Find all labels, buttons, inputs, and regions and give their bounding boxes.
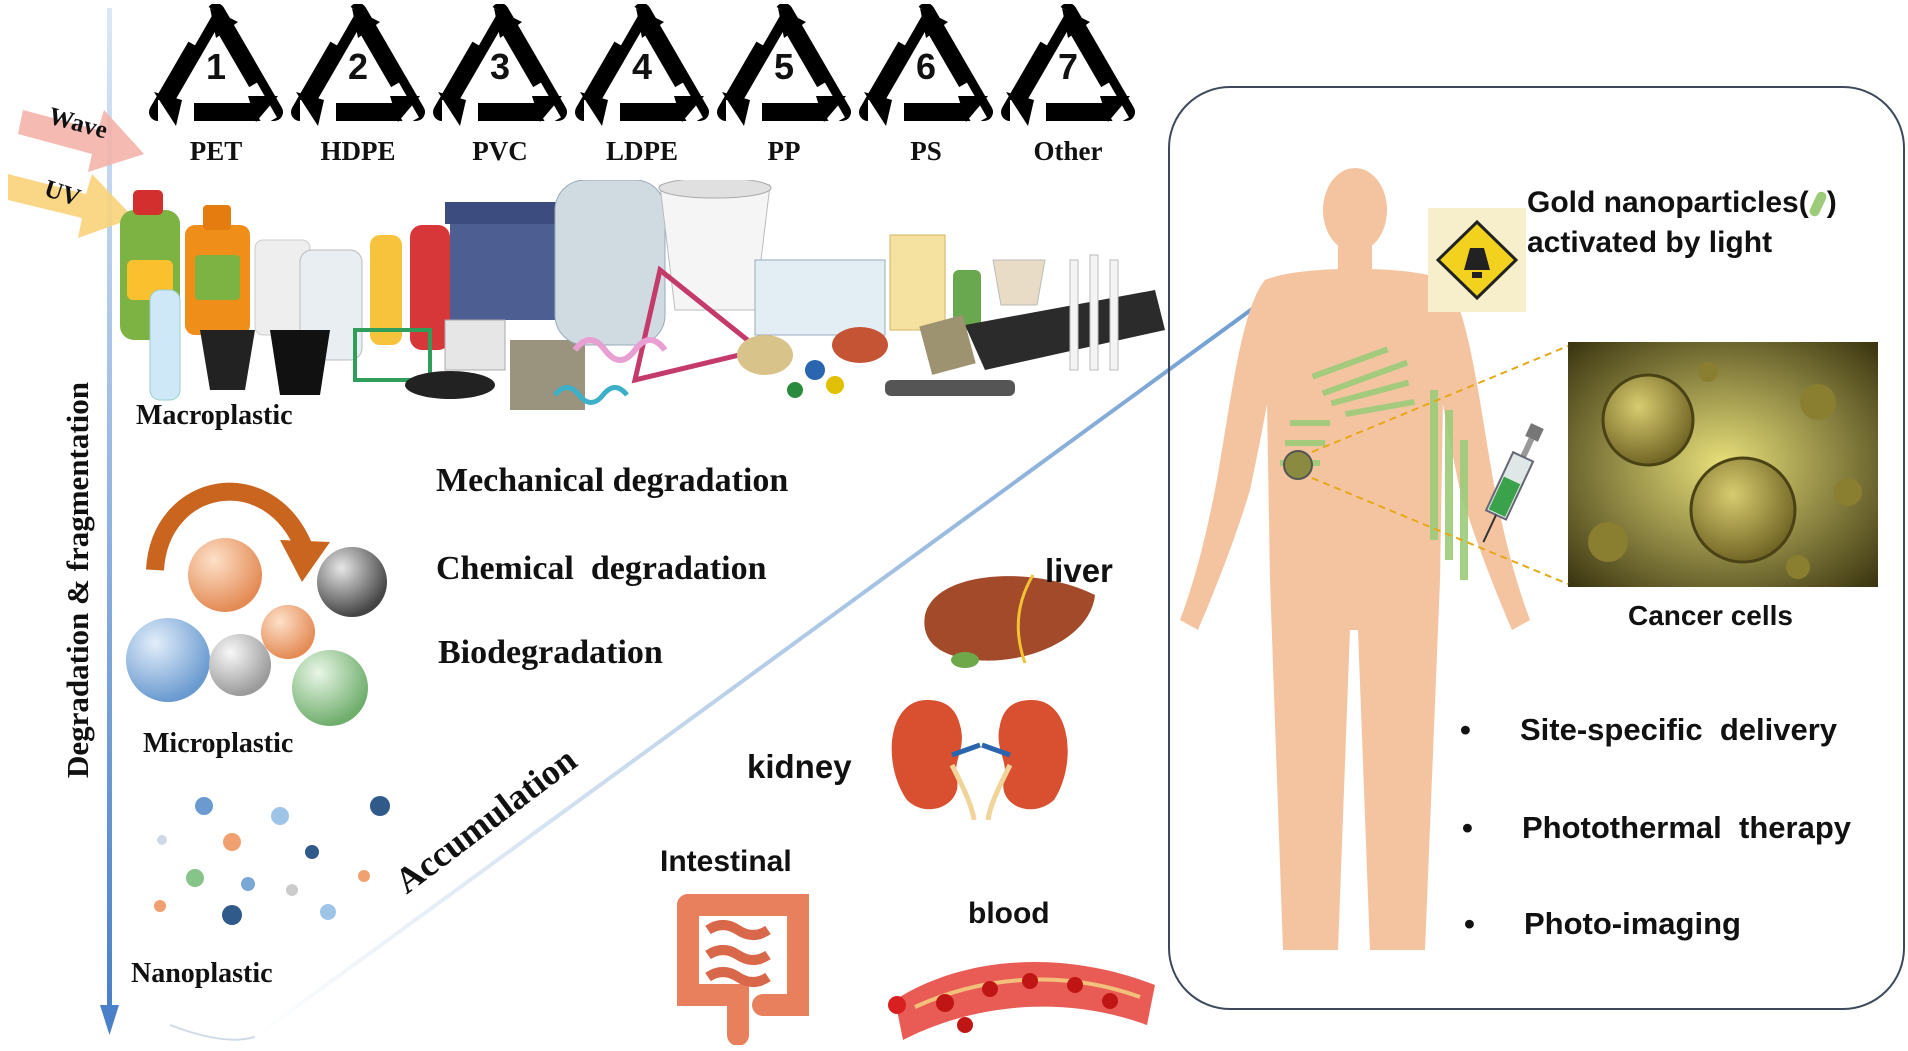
cancer-cells-image: [1568, 342, 1878, 587]
recycling-code-number: 1: [205, 46, 227, 87]
liver-illustration: [924, 574, 1095, 668]
recycling-code-7: 7: [998, 4, 1138, 129]
recycling-code-label: PP: [767, 136, 801, 166]
cancer-cells-label: Cancer cells: [1628, 600, 1793, 631]
gold-label-line1-end: ): [1826, 186, 1837, 219]
degradation-axis-arrow: [100, 8, 119, 1035]
wave-arrow: [18, 110, 144, 172]
blood-label: blood: [968, 897, 1050, 930]
recycle-triangle-icon: [433, 4, 567, 126]
liver-label: liver: [1045, 552, 1113, 589]
recycling-code-1: 1: [146, 4, 286, 129]
nanoplastic-illustration: [154, 796, 390, 925]
gold-nanoparticles-label: Gold nanoparticles(): [1527, 186, 1837, 220]
bullet-dot: •: [1464, 906, 1475, 941]
microplastic-illustration: [126, 482, 387, 726]
syringe-icon: [1482, 423, 1544, 543]
kidney-illustration: [891, 700, 1068, 820]
macroplastic-items-image: [120, 180, 1165, 410]
biodegradation-label: Biodegradation: [438, 634, 663, 671]
recycle-triangle-icon: [149, 4, 283, 126]
recycling-code-number: 6: [915, 46, 937, 87]
nanoplastic-label: Nanoplastic: [131, 958, 273, 989]
therapy-bullet-item: • Photo-imaging: [1464, 906, 1741, 942]
recycling-code-2: 2: [288, 4, 428, 129]
bullet-dot: •: [1462, 810, 1473, 845]
gold-label-line1: Gold nanoparticles(: [1527, 186, 1809, 219]
human-body-illustration: [1180, 168, 1530, 950]
light-activation-icon: [1428, 208, 1526, 312]
recycle-triangle-icon: [859, 4, 993, 126]
blood-vessel-illustration: [888, 962, 1155, 1040]
recycle-triangle-icon: [575, 4, 709, 126]
recycling-code-6: 6: [856, 4, 996, 129]
recycling-code-label: LDPE: [605, 136, 678, 166]
recycling-code-label: PS: [910, 136, 942, 166]
recycling-code-number: 3: [489, 46, 511, 87]
gold-nanoparticles-label-line2: activated by light: [1527, 226, 1773, 259]
bullet-dot: •: [1460, 712, 1471, 747]
recycle-triangle-icon: [291, 4, 425, 126]
recycling-code-4: 4: [572, 4, 712, 129]
intestinal-label: Intestinal: [660, 845, 792, 878]
uv-arrow: [8, 174, 134, 238]
recycling-code-number: 4: [631, 46, 653, 87]
therapy-bullet-item: • Site-specific delivery: [1460, 712, 1838, 748]
kidney-label: kidney: [747, 748, 852, 785]
recycling-code-label: PVC: [472, 136, 528, 166]
recycling-code-3: 3: [430, 4, 570, 129]
therapy-bullet-item: • Photothermal therapy: [1462, 810, 1851, 846]
recycle-triangle-icon: [717, 4, 851, 126]
recycling-code-label: Other: [1033, 136, 1103, 166]
microplastic-label: Microplastic: [143, 728, 294, 759]
intestine-illustration: [677, 894, 809, 1045]
bullet-text: Photothermal therapy: [1522, 810, 1851, 845]
macroplastic-label: Macroplastic: [136, 400, 293, 431]
recycling-code-number: 7: [1057, 46, 1079, 87]
recycling-code-5: 5: [714, 4, 854, 129]
chemical-degradation-label: Chemical degradation: [436, 550, 767, 587]
bullet-text: Photo-imaging: [1524, 906, 1741, 941]
therapy-panel: [1168, 86, 1905, 1010]
bullet-text: Site-specific delivery: [1520, 712, 1838, 747]
recycling-code-label: PET: [189, 136, 243, 166]
recycling-code-number: 5: [773, 46, 795, 87]
recycle-triangle-icon: [1001, 4, 1135, 126]
mechanical-degradation-label: Mechanical degradation: [436, 462, 789, 499]
recycling-code-number: 2: [347, 46, 369, 87]
recycling-code-label: HDPE: [320, 136, 396, 166]
